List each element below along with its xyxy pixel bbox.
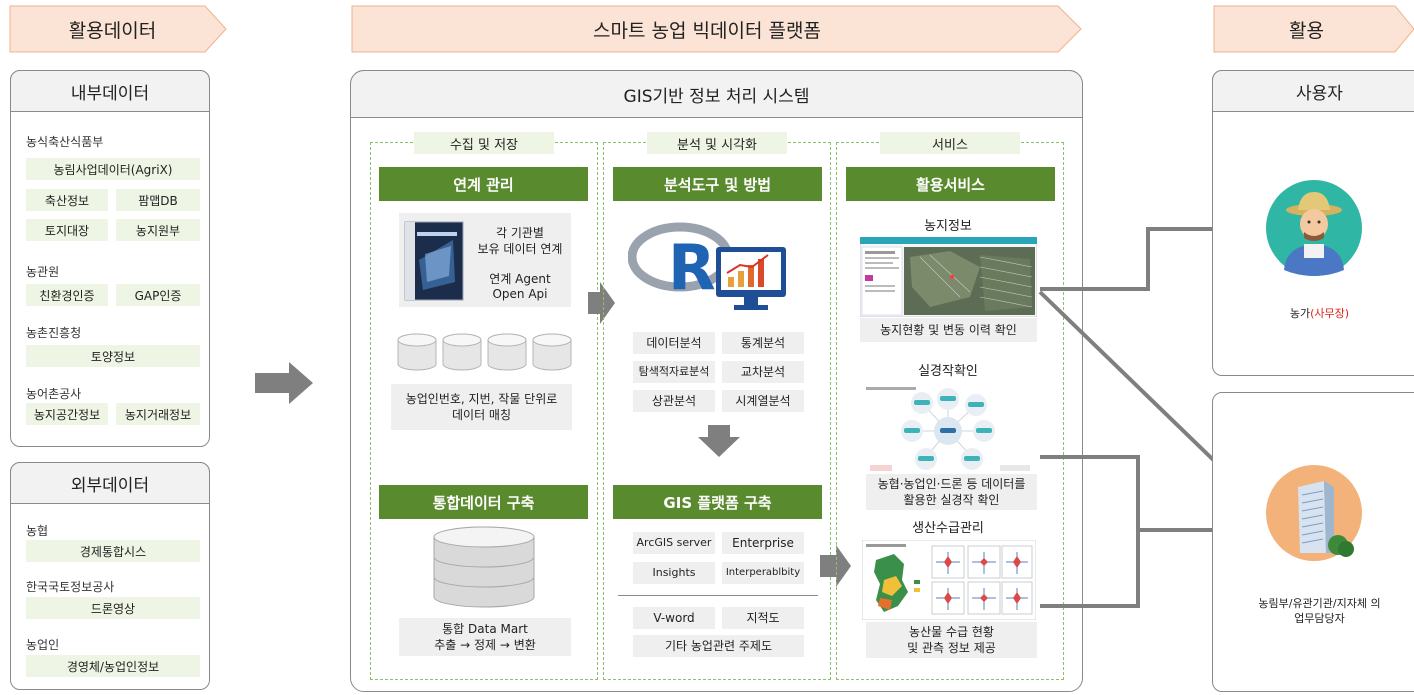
method-correlation: 상관분석: [633, 390, 715, 412]
service-3-caption-1: 농산물 수급 현황: [909, 625, 994, 639]
big-arrow-icon: [255, 362, 313, 404]
map-other-themes: 기타 농업관련 주제도: [633, 635, 804, 657]
data-item-drone-image: 드론영상: [26, 597, 200, 619]
service-2-caption-2: 활용한 실경작 확인: [903, 493, 1000, 507]
data-item-land-register: 토지대장: [26, 219, 108, 241]
farmer-avatar-icon: [1266, 180, 1362, 276]
integrated-data-title: 통합데이터 구축: [379, 485, 588, 519]
datamart-panel: 통합 Data Mart 추출 → 정제 → 변환: [399, 618, 571, 656]
tab-service: 서비스: [880, 132, 1020, 154]
internal-data-title: 내부데이터: [10, 70, 210, 112]
connector-farmland-to-farmer: [1040, 227, 1240, 291]
data-item-farmland-spatial: 농지공간정보: [26, 403, 108, 425]
header-left-shape: [9, 5, 227, 53]
header-center: 스마트 농업 빅데이터 플랫폼: [593, 19, 821, 42]
arrow-analysis-to-service-icon: [820, 545, 851, 587]
matching-panel: 농업인번호, 지번, 작물 단위로 데이터 매칭: [391, 384, 572, 430]
data-item-farmland-trade: 농지거래정보: [116, 403, 200, 425]
header-right: 활용: [1289, 19, 1324, 42]
group-label-naqs: 농관원: [26, 265, 60, 279]
service-title: 활용서비스: [846, 167, 1055, 201]
dataworks-box-icon: [404, 221, 464, 301]
org-label-line-2: 업무담당자: [1294, 612, 1345, 625]
method-statistics: 통계분석: [722, 332, 804, 354]
data-item-livestock: 축산정보: [26, 189, 108, 211]
service-2-title: 실경작확인: [918, 363, 978, 379]
group-label-mafra: 농식축산식품부: [26, 135, 104, 149]
data-item-farmmap: 팜맵DB: [116, 189, 200, 211]
link-text-1: 각 기관별: [496, 225, 544, 240]
header-left: 활용데이터: [68, 19, 157, 42]
group-label-krc: 농어촌공사: [26, 387, 82, 401]
link-text-3: 연계 Agent: [489, 271, 551, 286]
data-item-eco-cert: 친환경인증: [26, 284, 108, 306]
connector-farming-to-org: [1040, 455, 1240, 532]
tool-interoperability: Interperablbity: [722, 562, 804, 584]
office-building-icon: [1266, 465, 1362, 561]
connector-farmland-to-org: [1038, 290, 1234, 480]
service-3-title: 생산수급관리: [912, 520, 984, 536]
farmer-label-text: 농가: [1289, 307, 1311, 320]
service-3-caption-2: 및 관측 정보 제공: [907, 641, 996, 655]
datamart-line-2: 추출 → 정제 → 변환: [434, 638, 536, 652]
header-right-shape: [1213, 5, 1414, 53]
external-data-title: 외부데이터: [10, 462, 210, 504]
service-2-caption: 농협·농업인·드론 등 데이터를 활용한 실경작 확인: [866, 474, 1037, 510]
data-item-agrix: 농림사업데이터(AgriX): [26, 158, 200, 180]
data-item-farmland-register: 농지원부: [116, 219, 200, 241]
data-item-farmer-info: 경영체/농업인정보: [26, 655, 200, 677]
data-item-soil: 토양정보: [26, 345, 200, 367]
tool-insights: Insights: [633, 562, 715, 584]
tab-collect: 수집 및 저장: [414, 132, 554, 154]
org-label: 농림부/유관기관/지자체 의 업무담당자: [1212, 596, 1414, 628]
map-cadastral: 지적도: [722, 607, 804, 629]
map-vword: V-word: [633, 607, 715, 629]
supply-demand-dashboard: [862, 540, 1036, 620]
data-item-economy-system: 경제통합시스: [26, 540, 200, 562]
farmland-map-screenshot: [860, 237, 1037, 317]
data-item-gap-cert: GAP인증: [116, 284, 200, 306]
header-center-shape: [351, 5, 1082, 53]
method-cross: 교차분석: [722, 361, 804, 383]
farmer-label-sub: (사무장): [1310, 307, 1350, 320]
service-3-caption: 농산물 수급 현황 및 관측 정보 제공: [866, 622, 1037, 658]
arrow-collect-to-analysis-icon: [588, 282, 615, 324]
svg-text:R: R: [668, 231, 716, 304]
service-1-title: 농지정보: [924, 218, 972, 234]
farmer-label: 농가(사무장): [1212, 305, 1414, 321]
tab-analysis: 분석 및 시각화: [647, 132, 787, 154]
gis-platform-title: GIS 플랫폼 구축: [613, 485, 822, 519]
data-cylinders-icon: [397, 333, 572, 371]
gis-system-title: GIS기반 정보 처리 시스템: [350, 70, 1083, 118]
link-management-title: 연계 관리: [379, 167, 588, 201]
method-timeseries: 시계열분석: [722, 390, 804, 412]
matching-line-1: 농업인번호, 지번, 작물 단위로: [405, 392, 558, 406]
group-label-lx: 한국국토정보공사: [26, 580, 115, 594]
analysis-tools-title: 분석도구 및 방법: [613, 167, 822, 201]
group-label-farmer: 농업인: [26, 638, 60, 652]
service-1-caption: 농지현황 및 변동 이력 확인: [860, 318, 1037, 342]
org-label-line-1: 농림부/유관기관/지자체 의: [1258, 597, 1381, 610]
connector-supply-to-org: [1040, 530, 1140, 608]
actual-farming-diagram: [860, 383, 1037, 473]
link-text-4: Open Api: [492, 287, 548, 301]
arrow-down-icon: [698, 425, 740, 457]
link-text-2: 보유 데이터 연계: [477, 241, 563, 256]
gis-divider: [618, 595, 818, 596]
user-box-title: 사용자: [1212, 70, 1414, 112]
datamart-db-icon: [433, 526, 535, 608]
service-2-caption-1: 농협·농업인·드론 등 데이터를: [877, 477, 1026, 491]
group-label-rda: 농촌진흥청: [26, 326, 82, 340]
method-data-analysis: 데이터분석: [633, 332, 715, 354]
tool-arcgis-server: ArcGIS server: [633, 532, 715, 554]
r-analytics-icon: R: [628, 222, 786, 310]
matching-line-2: 데이터 매칭: [451, 408, 511, 422]
method-eda: 탐색적자료분석: [633, 361, 715, 383]
header-banners: [9, 5, 1414, 53]
group-label-nh: 농협: [26, 524, 49, 538]
internal-data-box: [10, 70, 210, 447]
tool-enterprise: Enterprise: [722, 532, 804, 554]
datamart-line-1: 통합 Data Mart: [442, 622, 528, 636]
